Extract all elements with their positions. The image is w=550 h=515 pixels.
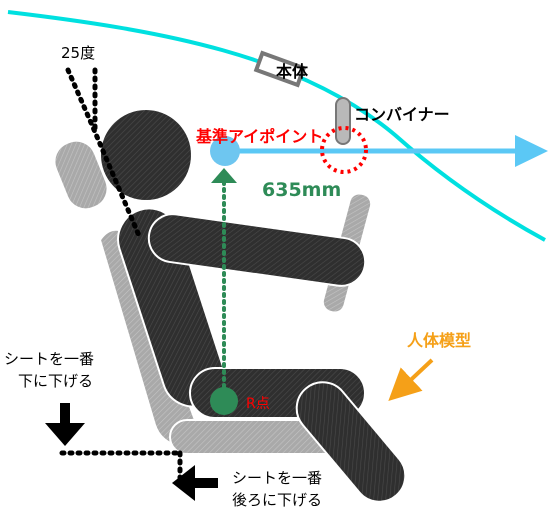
head <box>99 108 193 202</box>
device-body <box>253 50 307 88</box>
lower-leg <box>295 381 407 503</box>
combiner-label: コンバイナー <box>354 105 450 124</box>
seat-headrest <box>53 139 109 211</box>
vertical-distance-arrowhead <box>211 168 237 183</box>
sight-line-arrowhead <box>515 135 548 167</box>
device-body-label: 本体 <box>276 62 309 81</box>
angle-label: 25度 <box>61 44 95 62</box>
windshield-line <box>7 10 546 242</box>
combiner-highlight-circle <box>320 126 368 174</box>
combiner <box>335 97 351 145</box>
angle-dotted-line <box>65 67 143 241</box>
seat-back-label-line2: 後ろに下げる <box>232 491 322 509</box>
eye-point <box>210 136 240 166</box>
distance-label: 635mm <box>262 179 341 201</box>
r-point-label: R点 <box>246 396 270 412</box>
human-model-arrow <box>388 358 434 401</box>
seat-down-label-line1: シートを一番 <box>4 350 94 368</box>
seat-travel-dotted-lines <box>59 450 183 481</box>
arm <box>147 213 367 287</box>
human-model-label: 人体模型 <box>407 331 471 350</box>
seat-down-label-line2: 下に下げる <box>18 372 93 390</box>
eye-point-label: 基準アイポイント <box>195 127 323 146</box>
seat-down-arrow <box>45 403 85 446</box>
seat-back-arrow <box>172 465 218 501</box>
seat-back-label-line1: シートを一番 <box>232 469 322 487</box>
r-point <box>210 387 238 415</box>
